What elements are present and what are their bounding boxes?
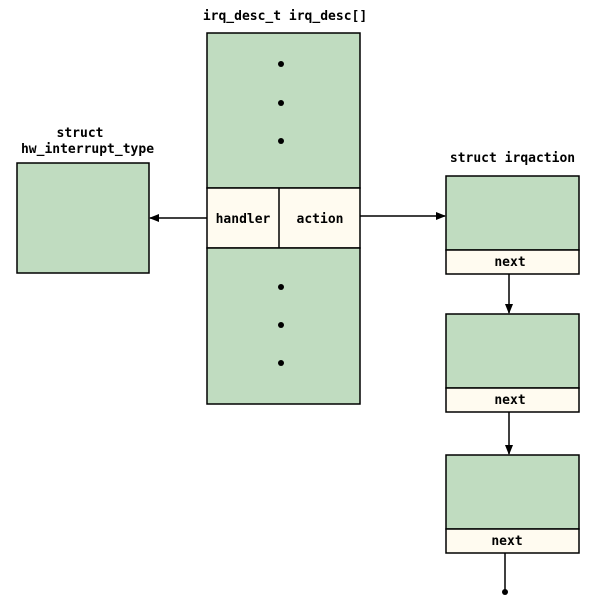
irqaction-next-field <box>445 528 580 554</box>
ellipsis-dot <box>278 360 284 366</box>
ellipsis-dot <box>278 284 284 290</box>
next-field-label: next <box>491 534 522 549</box>
irq-desc-upper-block <box>206 32 361 189</box>
irqaction-body <box>445 313 580 389</box>
next-field-label: next <box>494 255 525 270</box>
hw-interrupt-type-title-line2: hw_interrupt_type <box>20 142 155 157</box>
ellipsis-dot <box>278 61 284 67</box>
irqaction-body <box>445 175 580 251</box>
ellipsis-dot <box>278 100 284 106</box>
irq-desc-array-title: irq_desc_t irq_desc[] <box>202 9 368 24</box>
hw-interrupt-type-struct <box>16 162 150 274</box>
ellipsis-dot <box>278 322 284 328</box>
ellipsis-dot <box>278 138 284 144</box>
hw-interrupt-type-title-line1: struct <box>56 126 104 141</box>
action-field-label: action <box>297 212 344 227</box>
irqaction-next-field <box>445 387 580 413</box>
next-field-label: next <box>494 393 525 408</box>
irqaction-next-field <box>445 249 580 275</box>
irqaction-node: next <box>445 454 580 554</box>
irqaction-node: next <box>445 175 580 275</box>
irqaction-body <box>445 454 580 530</box>
handler-field-label: handler <box>216 212 271 227</box>
irq-desc-array: handler action <box>206 32 361 405</box>
null-terminator-dot <box>502 589 508 595</box>
irqaction-node: next <box>445 313 580 413</box>
irqaction-title: struct irqaction <box>449 151 576 166</box>
irq-desc-entry-row <box>206 187 361 249</box>
